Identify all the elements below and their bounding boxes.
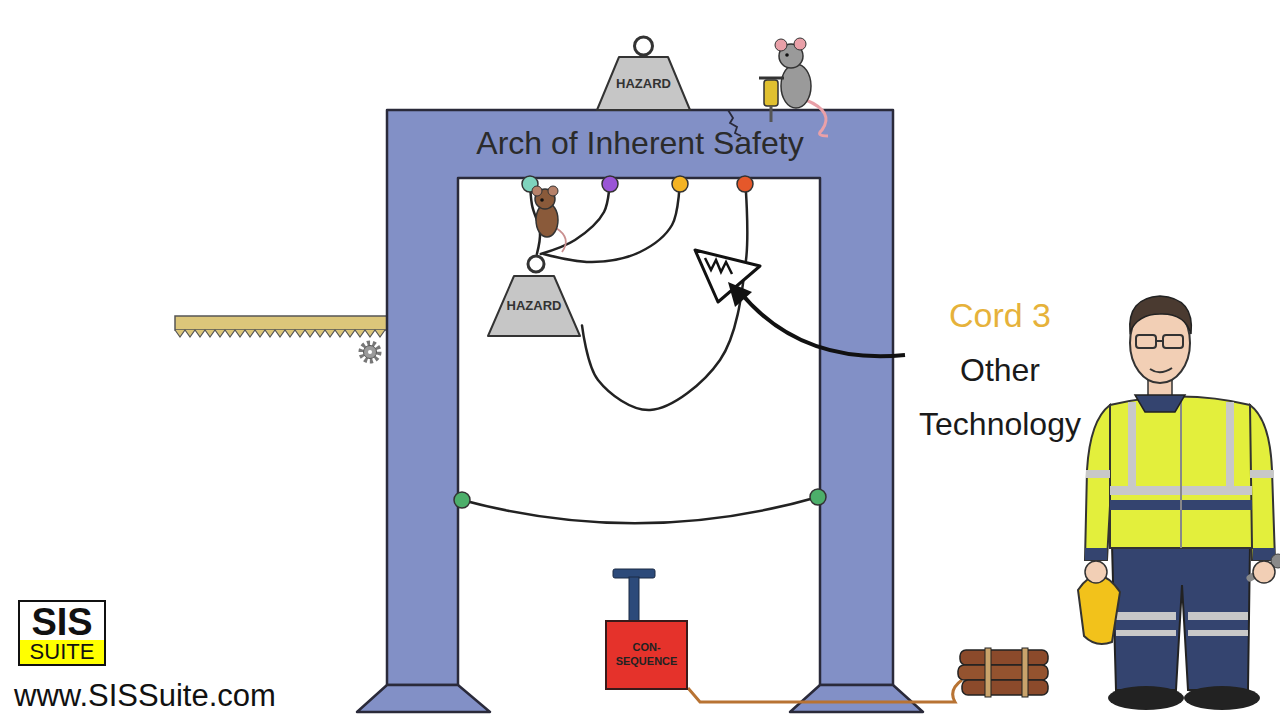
worker-jacket — [1110, 397, 1252, 549]
worker-mouth — [1150, 368, 1172, 372]
cord-bulb — [522, 176, 538, 192]
cord-bulb — [810, 489, 826, 505]
reflective-stripe — [1116, 612, 1176, 620]
worker-hair — [1130, 296, 1192, 334]
dynamite-band — [1022, 648, 1028, 697]
dynamite-band — [985, 648, 991, 697]
hard-hat — [1078, 575, 1120, 644]
safety-cord — [582, 178, 747, 410]
worker-boot — [1184, 686, 1260, 710]
weight-outline — [595, 33, 692, 111]
mouse-ear — [532, 186, 542, 196]
mouse-ear — [548, 186, 558, 196]
hazard-weight: HAZARD — [486, 254, 582, 338]
weight-ring — [635, 37, 653, 55]
worker-hand — [1085, 561, 1107, 583]
frayed-cord-zigzag — [705, 258, 732, 274]
logo-box: SISSUITE — [18, 600, 106, 666]
saw-teeth — [175, 330, 385, 337]
mouse-body — [536, 203, 558, 237]
detonator-wire — [688, 680, 962, 702]
rat-eye — [785, 53, 789, 57]
reflective-stripe — [1188, 612, 1248, 620]
cord-bulb — [602, 176, 618, 192]
logo-box-text: SUITE — [20, 640, 104, 664]
safety-cord — [541, 178, 610, 254]
jackhammer-handle — [759, 77, 784, 80]
consequence-detonator: CON- SEQUENCE — [605, 620, 688, 690]
worker-arm — [1085, 405, 1112, 560]
plunger-rod — [629, 577, 639, 622]
jacket-zip — [1180, 400, 1182, 548]
safety-cord — [530, 178, 540, 254]
rat-ear — [775, 39, 787, 51]
arch-structure — [387, 110, 893, 685]
weight-outline — [486, 254, 582, 338]
worker-glasses — [1156, 340, 1163, 342]
arch-beam-text: Arch of Inherent Safety — [387, 122, 893, 164]
cord-bulb — [737, 176, 753, 192]
weight-ring — [528, 256, 544, 272]
saw-blade — [175, 316, 388, 330]
hazard-weight: HAZARD — [595, 33, 692, 111]
dynamite-stick — [960, 650, 1048, 665]
safety-cord — [544, 178, 680, 262]
cord-bulb — [672, 176, 688, 192]
rat-ear — [794, 38, 806, 50]
rat-tail — [806, 100, 828, 136]
arch-foot — [357, 685, 490, 712]
dynamite-stick — [962, 680, 1048, 695]
frayed-cord-mark — [695, 250, 760, 302]
saw-gear-teeth — [361, 343, 379, 361]
dynamite-stick — [958, 665, 1048, 680]
hazard-weight-text: HAZARD — [595, 76, 692, 92]
reflective-stripe — [1128, 402, 1136, 486]
jackhammer-bit — [770, 106, 773, 122]
rat-body — [781, 64, 811, 108]
hazard-weight-text: HAZARD — [486, 298, 582, 314]
worker-trousers — [1112, 545, 1250, 690]
saw-gear-hub — [368, 350, 372, 354]
arch-foot — [790, 685, 923, 712]
reflective-stripe — [1250, 470, 1274, 478]
worker-hand — [1253, 561, 1275, 583]
jacket-collar — [1135, 395, 1185, 412]
callout-text: Other Technology — [905, 343, 1095, 451]
jacket-cuff — [1085, 548, 1107, 560]
worker-glasses — [1136, 335, 1156, 348]
reflective-stripe — [1086, 470, 1110, 478]
worker-glasses — [1163, 335, 1183, 348]
lower-cord — [462, 497, 818, 523]
mouse-head — [535, 189, 555, 209]
rat-head — [779, 44, 803, 68]
reflective-stripe — [1226, 402, 1234, 486]
mouse-eye — [540, 198, 544, 202]
callout-title: Cord 3 — [905, 290, 1095, 340]
worker-boot — [1108, 686, 1184, 710]
jackhammer-body — [764, 80, 778, 106]
leader-arrow — [740, 292, 905, 356]
cord-bulb — [454, 492, 470, 508]
saw-gear — [364, 346, 377, 359]
website-url: www.SISSuite.com — [14, 678, 344, 714]
arch-beam: Arch of Inherent Safety — [387, 110, 893, 178]
leader-arrowhead — [728, 282, 752, 307]
reflective-stripe — [1116, 630, 1176, 636]
mouse-tail — [556, 228, 566, 252]
consequence-detonator-text: CON- SEQUENCE — [613, 640, 680, 668]
logo-box-text: SIS — [20, 602, 104, 640]
reflective-stripe — [1188, 630, 1248, 636]
